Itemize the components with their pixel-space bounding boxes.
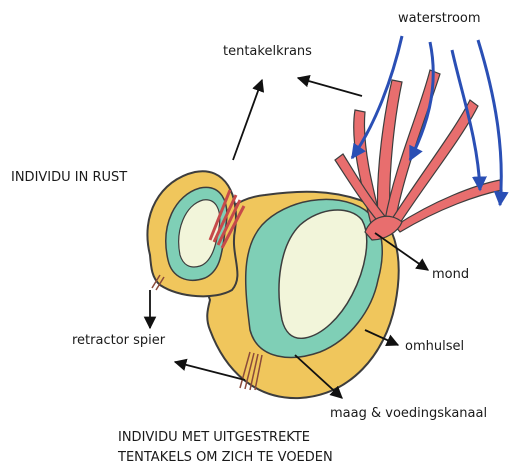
label-individu-in-rust: INDIVIDU IN RUST [11,170,127,186]
label-maag-voedingskanaal: maag & voedingskanaal [330,406,487,422]
retracted-individual [147,171,244,296]
label-omhulsel: omhulsel [405,339,464,355]
label-uitgestrekt-line1: INDIVIDU MET UITGESTREKTE [118,428,333,448]
arrow-tentakelkrans-left [233,80,262,160]
label-waterstroom: waterstroom [398,11,481,27]
arrow-tentakelkrans-right [298,78,362,96]
label-tentakelkrans: tentakelkrans [223,44,312,60]
label-retractor-spier: retractor spier [72,333,165,349]
label-uitgestrekt-line2: TENTAKELS OM ZICH TE VOEDEN [118,448,333,468]
label-individu-uitgestrekt: INDIVIDU MET UITGESTREKTE TENTAKELS OM Z… [118,428,333,468]
label-mond: mond [432,267,469,283]
